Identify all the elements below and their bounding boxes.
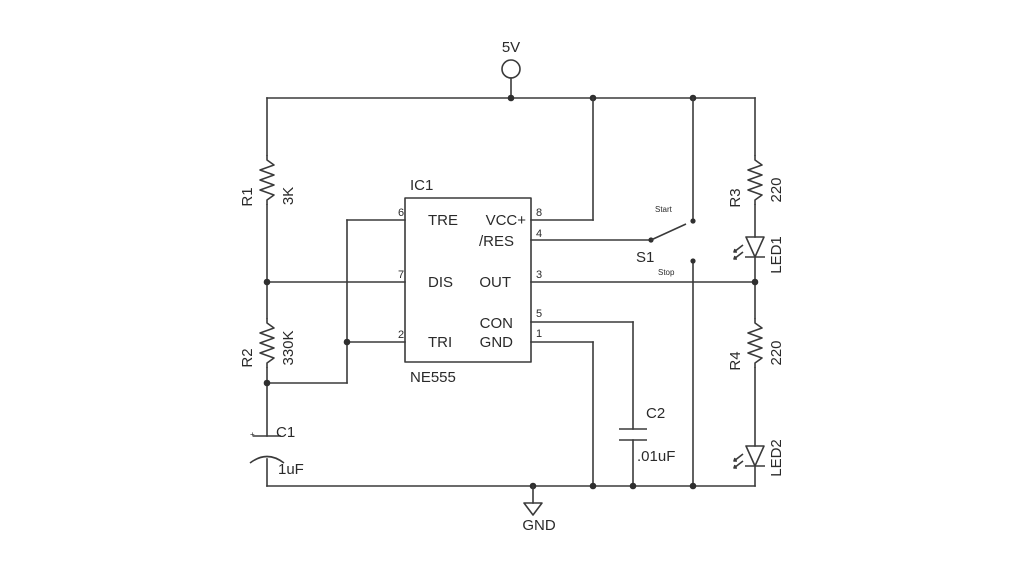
c1-polarity-label: + [250,430,255,439]
junction-dot [629,482,637,490]
r4-ref-label: R4 [727,351,744,370]
pin-name-res: /RES [479,233,514,250]
led2-ref-label: LED2 [768,439,785,477]
r1-ref-label: R1 [239,187,256,206]
ground-symbol [523,485,543,516]
pin-number-8: 8 [536,207,542,219]
pin-name-gnd: GND [480,334,514,351]
junction-dot [263,278,271,286]
c1-value-label: 1uF [278,461,304,478]
pin-name-vcc: VCC+ [486,212,527,229]
r4-value-label: 220 [768,340,785,365]
resistor-r1 [259,155,275,205]
led1 [733,236,765,260]
pin-number-2: 2 [398,329,404,341]
ic-ref-label: IC1 [410,177,433,194]
resistor-r2 [259,318,275,368]
left-branch-wires [266,97,406,487]
resistor-r4 [747,318,763,368]
pin-number-1: 1 [536,328,542,340]
ground-label: GND [522,517,556,534]
pin-number-6: 6 [398,207,404,219]
c2-value-label: .01uF [637,448,675,465]
junction-dot [751,278,759,286]
led1-ref-label: LED1 [768,236,785,274]
pin-name-tri: TRI [428,334,452,351]
junction-dot [689,482,697,490]
r3-ref-label: R3 [727,188,744,207]
pin-number-3: 3 [536,269,542,281]
pin-number-7: 7 [398,269,404,281]
capacitor-c1 [249,435,285,464]
r2-ref-label: R2 [239,348,256,367]
s1-ref-label: S1 [636,249,654,266]
junction-dot [589,482,597,490]
junction-dot [507,94,515,102]
led2 [733,445,765,469]
r3-value-label: 220 [768,177,785,202]
ic1-ne555 [404,197,532,363]
power-terminal-5v [501,59,521,99]
c2-ref-label: C2 [646,405,665,422]
switch-s1 [648,97,696,487]
junction-dot [263,379,271,387]
c1-ref-label: C1 [276,424,295,441]
r1-value-label: 3K [280,187,297,205]
power-label: 5V [502,39,520,56]
pin-number-4: 4 [536,228,542,240]
s1-start-label: Start [655,205,673,214]
ic-part-label: NE555 [410,369,456,386]
pin-name-dis: DIS [428,274,453,291]
pin-name-tre: TRE [428,212,458,229]
junction-dot [343,338,351,346]
resistor-r3 [747,155,763,205]
pin-name-out: OUT [479,274,511,291]
capacitor-c2 [619,428,647,441]
r2-value-label: 330K [280,330,297,365]
ic-right-wires [530,97,756,487]
pin-number-5: 5 [536,308,542,320]
pin-name-con: CON [480,315,513,332]
s1-stop-label: Stop [658,268,675,277]
